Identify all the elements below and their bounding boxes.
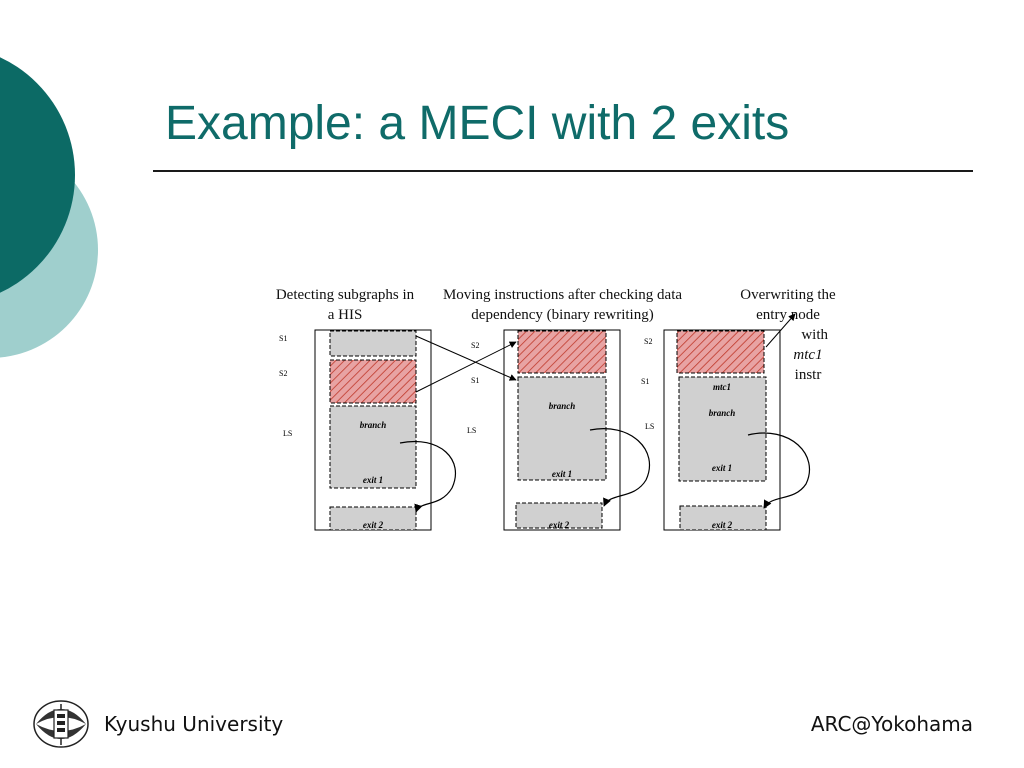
panel-3-block-branch: [678, 376, 767, 482]
panel-2: S2 S1 LS branch exit 1 exit 2: [467, 329, 651, 531]
panel-1-block-s2-hatched: [329, 359, 417, 404]
panel-2-label-ls: LS: [467, 426, 476, 435]
panel-3-label-s2: S2: [644, 337, 652, 346]
panel-3-block-s2-hatched: [676, 330, 765, 374]
footer-left: Kyushu University: [104, 712, 284, 736]
panel-1-label-exit1: exit 1: [363, 475, 383, 485]
panel-1-label-ls: LS: [283, 429, 292, 438]
panel-1: S1 S2 LS branch exit 1 exit 2: [279, 329, 457, 531]
panel-3-mtc1-arrow: [765, 313, 796, 348]
panel-1-label-exit2: exit 2: [363, 520, 384, 530]
panel-3-label-branch: branch: [709, 408, 736, 418]
caption-panel-3-bottom: with mtc1 instr: [778, 325, 838, 385]
caption-panel-3-top: Overwriting the entry node: [718, 285, 858, 325]
caption-panel-1-line-2: a HIS: [327, 307, 363, 323]
panel-3-label-exit1: exit 1: [712, 463, 732, 473]
panel-3-label-s1: S1: [641, 377, 649, 386]
kyushu-university-emblem-icon: [33, 700, 89, 748]
panel-2-label-branch: branch: [549, 401, 576, 411]
decorative-circles: [0, 57, 98, 358]
cross-arrow-s1-to-s1: [415, 335, 517, 381]
panel-3-label-ls: LS: [645, 422, 654, 431]
slide-title: Example: a MECI with 2 exits: [165, 97, 790, 150]
caption-panel-2-line-2: dependency (binary rewriting): [471, 307, 654, 323]
caption-panel-2: Moving instructions after checking data …: [420, 285, 705, 325]
panel-3-label-exit2: exit 2: [712, 520, 733, 530]
panel-2-block-exit2: [515, 502, 603, 529]
panel-3: S2 S1 LS mtc1 branch exit 1 exit 2: [641, 313, 811, 531]
panel-3-label-mtc1: mtc1: [713, 382, 731, 392]
panel-2-label-s2: S2: [471, 341, 479, 350]
caption-panel-3-line-2: entry node: [756, 307, 820, 323]
panel-1-branch-arrow: [399, 441, 457, 513]
panel-1-label-s1: S1: [279, 334, 287, 343]
caption-panel-3-line-4: mtc1: [793, 347, 823, 363]
panel-2-label-exit1: exit 1: [552, 469, 572, 479]
caption-panel-3-line-5: instr: [794, 367, 822, 383]
panel-1-block-s1: [329, 330, 417, 357]
panel-2-block-branch: [517, 376, 607, 481]
caption-panel-3-line-1: Overwriting the: [740, 287, 836, 303]
panel-2-branch-arrow: [589, 428, 651, 507]
dark-teal-circle: [0, 57, 75, 293]
panel-1-label-branch: branch: [360, 420, 387, 430]
panel-1-block-branch: [329, 405, 417, 489]
cross-arrow-s2-to-s2: [415, 341, 517, 393]
panel-1-block-exit2: [329, 506, 417, 531]
panel-2-label-exit2: exit 2: [549, 520, 570, 530]
panel-2-frame: [503, 329, 621, 531]
panel-1-label-s2: S2: [279, 369, 287, 378]
caption-panel-1: Detecting subgraphs in a HIS: [255, 285, 435, 325]
panel-3-branch-arrow: [747, 432, 811, 509]
caption-panel-3-line-3: with: [801, 327, 828, 343]
panel-2-block-s2-hatched: [517, 330, 607, 374]
panel-2-label-s1: S1: [471, 376, 479, 385]
panel-3-block-exit2: [679, 505, 767, 531]
caption-panel-1-line-1: Detecting subgraphs in: [275, 287, 415, 303]
footer-right: ARC@Yokohama: [810, 712, 973, 736]
caption-panel-2-line-1: Moving instructions after checking data: [442, 287, 683, 303]
title-divider: [153, 170, 973, 172]
